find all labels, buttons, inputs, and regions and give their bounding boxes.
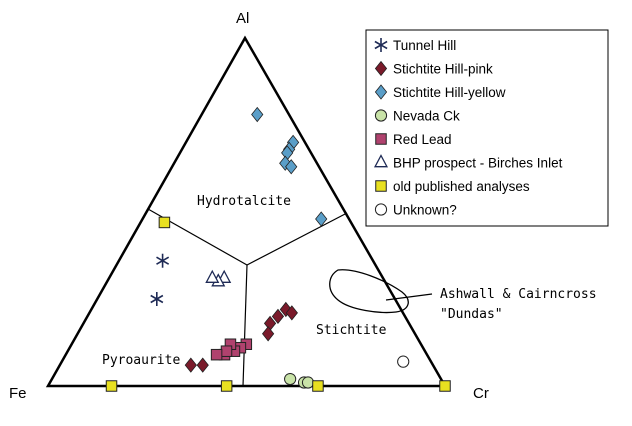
old-published-analyses-point-3 bbox=[105, 380, 118, 392]
legend-label-old-published-analyses: old published analyses bbox=[393, 179, 530, 194]
stichtite-hill-pink-point-5 bbox=[261, 326, 275, 342]
annotation-line-1: Ashwall & Cairncross bbox=[440, 287, 597, 302]
boundary-line-bottom bbox=[242, 264, 248, 387]
stichtite-hill-pink-point-2 bbox=[285, 305, 298, 321]
nevada-ck-point-2 bbox=[284, 372, 297, 386]
legend-marker-red-lead bbox=[375, 133, 387, 145]
stichtite-hill-yellow-point-7 bbox=[315, 211, 328, 227]
annotation-leader-line bbox=[385, 293, 433, 301]
stichtite-hill-pink-point-6 bbox=[196, 357, 209, 373]
field-label-pyroaurite: Pyroaurite bbox=[102, 353, 180, 368]
nevada-ck-point-3 bbox=[301, 376, 315, 389]
legend-marker-old-published-analyses bbox=[375, 180, 387, 192]
old-published-analyses-point-4 bbox=[220, 380, 233, 392]
legend-label-unknown: Unknown? bbox=[393, 203, 457, 218]
data-points bbox=[105, 106, 451, 392]
legend-box bbox=[365, 29, 609, 227]
ternary-triangle bbox=[45, 35, 448, 388]
field-label-hydrotalcite: Hydrotalcite bbox=[197, 194, 291, 209]
stichtite-hill-pink-point-7 bbox=[184, 357, 197, 373]
red-lead-point-6 bbox=[220, 345, 233, 357]
tunnel-hill-point-1 bbox=[156, 253, 170, 268]
legend-marker-stichtite-hill-yellow bbox=[374, 84, 388, 100]
legend-label-nevada-ck: Nevada Ck bbox=[393, 109, 460, 124]
legend-marker-unknown bbox=[374, 203, 388, 216]
legend-label-tunnel-hill: Tunnel Hill bbox=[393, 38, 456, 53]
legend-label-stichtite-hill-yellow: Stichtite Hill-yellow bbox=[393, 85, 506, 100]
unknown-point-1 bbox=[397, 355, 410, 368]
legend-label-stichtite-hill-pink: Stichtite Hill-pink bbox=[393, 62, 493, 77]
legend-label-bhp-prospect-birches-inlet: BHP prospect - Birches Inlet bbox=[393, 156, 563, 171]
old-published-analyses-point-2 bbox=[439, 380, 451, 392]
vertex-label-al: Al bbox=[236, 10, 249, 27]
legend-marker-stichtite-hill-pink bbox=[374, 60, 388, 77]
tunnel-hill-point-2 bbox=[150, 292, 164, 306]
boundary-line-right bbox=[246, 212, 348, 266]
legend-marker-nevada-ck bbox=[374, 109, 388, 122]
stichtite-hill-pink-point-3 bbox=[271, 308, 285, 325]
bhp-prospect-birches-inlet-point-3 bbox=[205, 269, 220, 283]
vertex-label-cr: Cr bbox=[473, 385, 489, 402]
vertex-label-fe: Fe bbox=[9, 385, 27, 402]
old-published-analyses-point-5 bbox=[312, 380, 324, 392]
dundas-outline bbox=[329, 269, 409, 314]
stichtite-hill-yellow-point-5 bbox=[279, 155, 292, 171]
legend-marker-tunnel-hill bbox=[374, 38, 388, 52]
legend-marker-bhp-prospect-birches-inlet bbox=[373, 154, 389, 168]
annotation-line-2: "Dundas" bbox=[440, 307, 503, 322]
red-lead-point-7 bbox=[210, 348, 223, 361]
field-label-stichtite: Stichtite bbox=[316, 323, 387, 338]
legend-label-red-lead: Red Lead bbox=[393, 132, 452, 147]
stichtite-hill-yellow-point-6 bbox=[285, 159, 298, 175]
old-published-analyses-point-1 bbox=[158, 216, 171, 229]
stichtite-hill-yellow-point-1 bbox=[251, 106, 264, 123]
